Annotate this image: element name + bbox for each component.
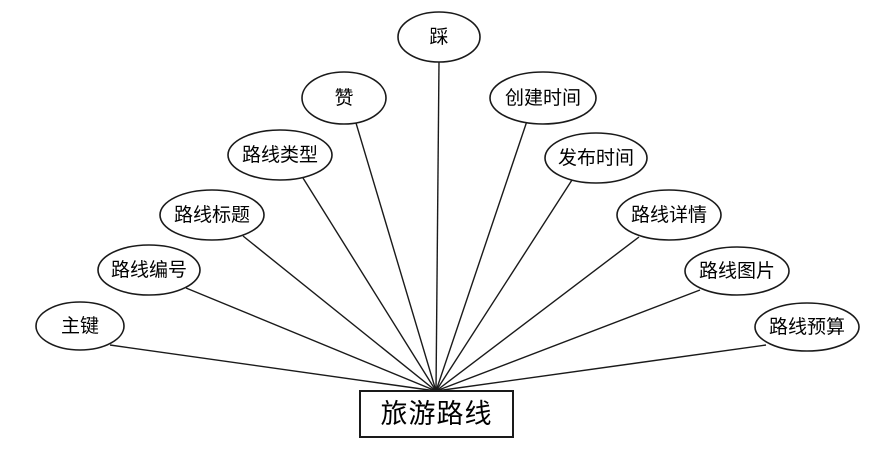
entity-rectangle[interactable] xyxy=(359,390,514,438)
connector-line-attribute-4 xyxy=(355,122,437,392)
attribute-ellipse-0[interactable] xyxy=(35,301,125,351)
attribute-label-0: 主键 xyxy=(60,314,99,337)
connector-line-attribute-3 xyxy=(302,177,437,392)
connector-line-attribute-5 xyxy=(435,61,440,392)
attribute-label-9: 路线图片 xyxy=(698,259,775,282)
attribute-ellipse-8[interactable] xyxy=(616,189,722,241)
node-shape-layer xyxy=(35,11,860,438)
attribute-ellipse-1[interactable] xyxy=(97,244,201,296)
connector-line-attribute-0 xyxy=(109,344,437,392)
attribute-label-5: 踩 xyxy=(429,25,449,48)
connector-line-attribute-1 xyxy=(185,287,437,392)
attribute-label-1: 路线编号 xyxy=(110,258,187,281)
attribute-label-7: 发布时间 xyxy=(557,146,634,169)
entity-label: 旅游路线 xyxy=(380,398,493,430)
attribute-label-2: 路线标题 xyxy=(173,203,250,226)
attribute-label-6: 创建时间 xyxy=(504,86,581,109)
connector-line-attribute-9 xyxy=(435,289,701,392)
connector-line-attribute-7 xyxy=(435,179,573,392)
connector-line-attribute-6 xyxy=(435,120,528,392)
attribute-ellipse-3[interactable] xyxy=(227,129,333,181)
attribute-ellipse-7[interactable] xyxy=(544,132,648,184)
attribute-ellipse-5[interactable] xyxy=(397,11,481,63)
attribute-label-3: 路线类型 xyxy=(241,143,318,166)
connector-line-layer xyxy=(109,61,767,392)
connector-line-attribute-10 xyxy=(435,344,767,392)
attribute-ellipse-4[interactable] xyxy=(301,71,387,125)
attribute-label-10: 路线预算 xyxy=(768,315,845,338)
connector-line-attribute-8 xyxy=(435,236,640,392)
attribute-ellipse-10[interactable] xyxy=(754,302,860,352)
attribute-ellipse-2[interactable] xyxy=(159,189,265,241)
attribute-ellipse-9[interactable] xyxy=(684,246,790,296)
connector-line-attribute-2 xyxy=(242,235,437,392)
attribute-ellipse-6[interactable] xyxy=(489,71,597,125)
attribute-label-8: 路线详情 xyxy=(630,203,707,226)
attribute-label-4: 赞 xyxy=(334,86,354,109)
